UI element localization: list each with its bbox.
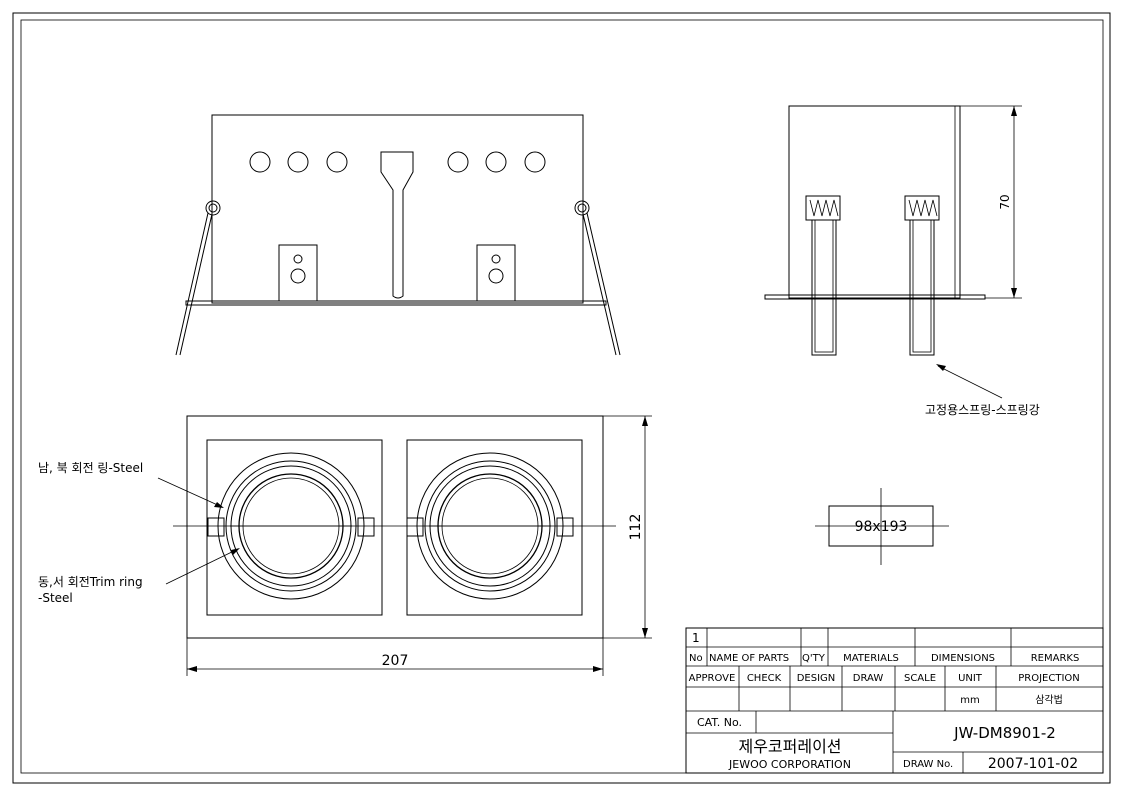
lamp-pocket-left — [206, 439, 383, 616]
outer-border — [12, 12, 1111, 784]
cutout-box — [828, 505, 934, 547]
model-number: JW-DM8901-2 — [953, 724, 1056, 742]
front-flange — [185, 300, 607, 306]
label-scale: SCALE — [904, 673, 936, 684]
spring-leaf-inner — [814, 219, 834, 353]
spring-coil-inner — [208, 203, 218, 213]
ring-callout: 남, 북 회전 링-Steel — [38, 461, 143, 475]
pivot-tab — [207, 517, 225, 537]
dimension-height: 112 — [628, 514, 644, 541]
spring-arm-left — [175, 212, 213, 356]
terminal-hole — [488, 268, 504, 284]
rotation-ring-right — [416, 452, 564, 600]
spring-coil-left — [205, 200, 221, 216]
ring-edge — [225, 460, 357, 592]
label-unit: UNIT — [958, 673, 983, 684]
top-frame — [186, 415, 604, 639]
row-number: 1 — [692, 631, 700, 645]
title-block-frame — [685, 627, 1104, 774]
ring-leader — [157, 477, 223, 508]
terminal-block-left — [278, 244, 318, 302]
inner-border — [20, 19, 1104, 774]
spring-leader — [937, 365, 1003, 399]
header-no: No — [689, 653, 703, 664]
top-view: 112 207 남, 북 회전 링-Steel 동,서 회전Trim ring … — [38, 415, 652, 676]
side-housing — [788, 105, 961, 299]
spring-leaf-1 — [811, 219, 837, 356]
spring-zigzag — [809, 199, 839, 217]
pivot-tab — [406, 517, 424, 537]
ring-edge — [424, 460, 556, 592]
header-dimensions: DIMENSIONS — [931, 653, 995, 664]
vent-hole — [485, 151, 507, 173]
header-materials: MATERIALS — [843, 653, 899, 664]
dimension-depth: 70 — [998, 194, 1012, 209]
header-remarks: REMARKS — [1031, 653, 1080, 664]
spring-coil-side — [904, 195, 940, 221]
vent-hole — [447, 151, 469, 173]
terminal-hole — [290, 268, 306, 284]
spring-arm-right — [582, 212, 621, 356]
leader-arrow — [231, 548, 240, 555]
rotation-ring-left — [217, 452, 365, 600]
spring-coil-right — [574, 200, 590, 216]
vent-hole — [524, 151, 546, 173]
spring-leaf-inner — [912, 219, 932, 353]
trim-callout-line2: -Steel — [38, 591, 73, 605]
front-view — [175, 114, 621, 356]
leader-arrow — [214, 502, 224, 508]
pivot-tab — [556, 517, 574, 537]
title-block: 1 No NAME OF PARTS Q'TY MATERIALS DIMENS… — [685, 627, 1104, 774]
spring-coil-inner — [577, 203, 587, 213]
header-qty: Q'TY — [802, 653, 826, 664]
front-housing — [211, 114, 584, 304]
label-approve: APPROVE — [689, 673, 736, 684]
header-name-of-parts: NAME OF PARTS — [709, 653, 789, 664]
pivot-tab — [357, 517, 375, 537]
trim-callout-line1: 동,서 회전Trim ring — [38, 575, 143, 589]
leader-arrow — [936, 364, 946, 371]
draw-number: 2007-101-02 — [988, 756, 1078, 772]
label-check: CHECK — [747, 673, 782, 684]
center-bracket — [380, 151, 414, 299]
terminal-block-right — [476, 244, 516, 302]
terminal-hole — [293, 254, 303, 264]
label-projection: PROJECTION — [1018, 673, 1080, 684]
label-cat-no: CAT. No. — [697, 716, 742, 729]
dimension-width: 207 — [382, 653, 409, 669]
company-name-en: JEWOO CORPORATION — [728, 758, 851, 771]
spring-callout: 고정용스프링-스프링강 — [925, 403, 1040, 417]
label-draw: DRAW — [853, 673, 884, 684]
projection-value: 삼각법 — [1035, 694, 1063, 706]
side-view: 70 고정용스프링-스프링강 — [764, 105, 1040, 417]
spring-leaf-2 — [909, 219, 935, 356]
vent-hole — [326, 151, 348, 173]
cutout-size: 98x193 — [855, 519, 908, 535]
terminal-hole — [491, 254, 501, 264]
spring-coil-side — [805, 195, 841, 221]
spring-zigzag — [908, 199, 938, 217]
label-design: DESIGN — [797, 673, 836, 684]
vent-hole — [287, 151, 309, 173]
company-name-ko: 제우코퍼레이션 — [738, 737, 841, 756]
trim-leader — [165, 548, 239, 585]
cutout-symbol: 98x193 — [815, 488, 949, 565]
vent-hole — [249, 151, 271, 173]
unit-value: mm — [960, 695, 979, 706]
label-draw-no: DRAW No. — [903, 759, 953, 770]
side-flange — [764, 294, 986, 300]
